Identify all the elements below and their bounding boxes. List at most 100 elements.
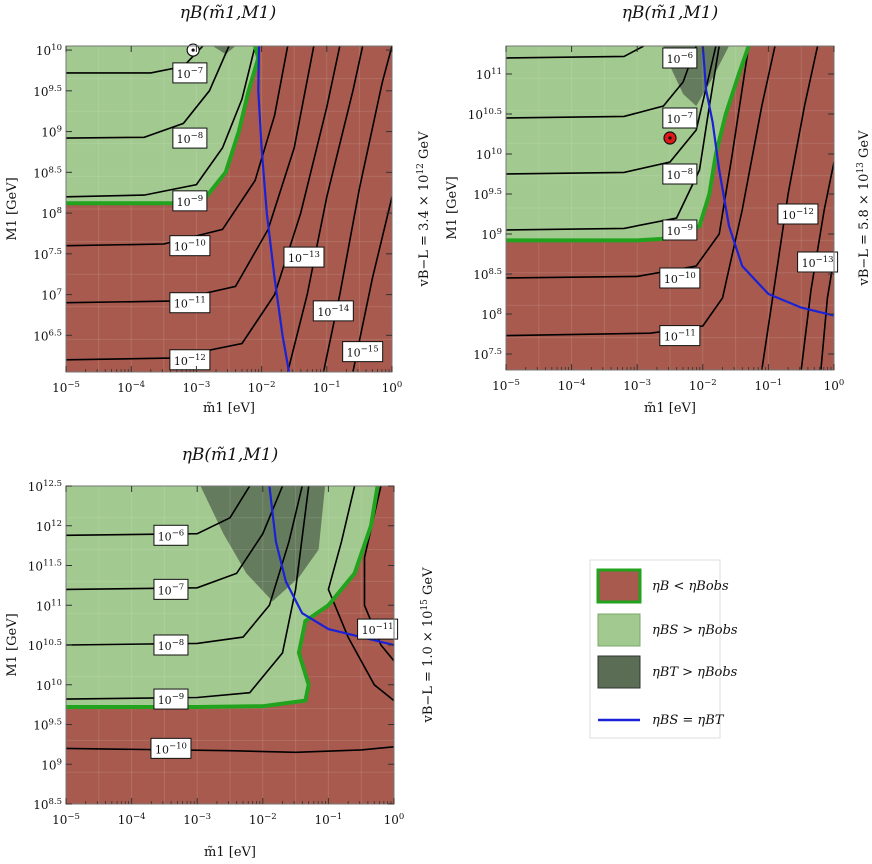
chart-panel-1: 10−7 10−8 10−9 10−10 10−11 10−12 10−13 10−14 10−…: [5, 3, 432, 416]
contour-label-box: [283, 246, 325, 268]
contour-line: [506, 46, 697, 119]
contour-label: 10−8: [158, 638, 185, 653]
plot-frame: [505, 45, 835, 371]
y-tick-label: 108.5: [33, 165, 62, 180]
contour-line: [800, 161, 834, 370]
contour-line: [66, 46, 256, 198]
y-tick-label: 1011.5: [28, 559, 62, 574]
contour-label-box: [342, 341, 384, 363]
contour-label-box: [169, 235, 211, 257]
legend-label: ηBS > ηBobs: [652, 623, 738, 638]
legend-label: ηBS = ηBT: [652, 713, 725, 728]
contour-line: [506, 46, 717, 175]
y-tick-label: 107.5: [33, 247, 62, 262]
y-axis-label: M1 [GeV]: [445, 176, 460, 239]
x-tick-label: 100: [384, 812, 405, 827]
legend-label: ηBT > ηBobs: [652, 665, 738, 680]
vbl-side-label: vB−L = 5.8 × 1013 GeV: [856, 130, 872, 287]
y-tick-label: 108: [481, 307, 502, 322]
contour-line: [506, 46, 750, 279]
x-tick-label: 10−3: [623, 378, 651, 393]
x-tick-label: 10−3: [182, 380, 210, 395]
contour-line: [66, 46, 230, 139]
x-tick-label: 10−2: [249, 812, 277, 827]
x-tick-label: 10−3: [183, 812, 211, 827]
contour-label: 10−10: [174, 239, 206, 254]
legend-swatch-dark: [597, 655, 641, 689]
chart-title: ηB(m̃1,M1): [622, 3, 719, 23]
y-tick-label: 1010.5: [468, 107, 502, 122]
x-tick-label: 10−4: [118, 812, 146, 827]
y-tick-label: 1012: [36, 519, 62, 534]
contour-label: 10−11: [174, 296, 206, 311]
contour-label: 10−8: [177, 131, 204, 146]
y-tick-label: 109.5: [33, 718, 62, 733]
contour-line: [761, 46, 819, 370]
x-tick-label: 10−5: [492, 378, 520, 393]
contour-label: 10−6: [667, 51, 694, 66]
contour-label-box: [662, 219, 698, 241]
contour-label: 10−9: [177, 194, 204, 209]
x-tick-label: 100: [824, 378, 845, 393]
contour-label-box: [172, 190, 208, 212]
contour-label-box: [153, 688, 189, 710]
plot-area: [66, 46, 392, 372]
contour-line: [286, 46, 364, 372]
contour-label-box: [357, 618, 399, 640]
contour-label-box: [172, 62, 208, 84]
legend: ηB < ηBobs ηBS > ηBobs ηBT > ηBobs ηBS = ηB…: [589, 559, 738, 739]
vbl-side-label: vB−L = 1.0 × 1015 GeV: [420, 567, 436, 724]
contour-label: 10−7: [667, 111, 694, 126]
y-tick-label: 1010.5: [28, 638, 62, 653]
contour-label: 10−13: [802, 255, 834, 270]
contour-line: [327, 486, 394, 702]
blue-line: [701, 46, 834, 317]
contour-label: 10−11: [664, 329, 696, 344]
legend-swatch-red: [596, 568, 642, 604]
contour-label-box: [659, 325, 701, 347]
contour-label: 10−12: [174, 353, 206, 368]
x-tick-label: 10−2: [248, 380, 276, 395]
contour-label: 10−9: [667, 223, 694, 238]
contour-label: 10−10: [664, 271, 696, 286]
x-tick-label: 10−1: [314, 812, 342, 827]
legend-label: ηB < ηBobs: [652, 579, 729, 594]
y-tick-label: 1012.5: [28, 479, 62, 494]
y-tick-label: 107.5: [473, 347, 502, 362]
y-tick-label: 1010: [36, 678, 62, 693]
contour-label: 10−15: [347, 345, 379, 360]
x-tick-label: 10−5: [52, 812, 80, 827]
y-tick-label: 108: [41, 206, 62, 221]
contour-line: [66, 46, 315, 304]
contour-label: 10−14: [317, 304, 349, 319]
contour-label-box: [150, 737, 192, 759]
contour-line: [506, 46, 720, 231]
x-axis-label: m̃1 [eV]: [204, 845, 256, 860]
contour-label: 10−7: [177, 66, 204, 81]
contour-label: 10−9: [158, 692, 185, 707]
y-tick-label: 109.5: [33, 84, 62, 99]
chart-title: ηB(m̃1,M1): [182, 445, 279, 465]
blue-line: [257, 46, 291, 372]
contour-label-box: [797, 251, 839, 273]
contour-line: [66, 46, 289, 247]
x-tick-label: 10−4: [558, 378, 586, 393]
contour-label-box: [662, 47, 698, 69]
y-tick-label: 1010: [476, 147, 502, 162]
x-tick-label: 10−2: [689, 378, 717, 393]
contour-line: [352, 196, 392, 372]
contour-label-box: [312, 300, 354, 322]
contour-label: 10−12: [782, 207, 814, 222]
contour-label: 10−13: [288, 250, 320, 265]
y-tick-label: 1011: [476, 67, 502, 82]
x-tick-label: 10−4: [117, 380, 145, 395]
contour-label-box: [662, 163, 698, 185]
y-tick-label: 109.5: [473, 187, 502, 202]
contour-label: 10−10: [155, 741, 187, 756]
plot-area: [66, 486, 394, 804]
contour-label: 10−11: [362, 622, 394, 637]
y-tick-label: 109: [481, 227, 502, 242]
legend-swatch-green: [597, 613, 641, 647]
chart-title: ηB(m̃1,M1): [180, 3, 277, 23]
